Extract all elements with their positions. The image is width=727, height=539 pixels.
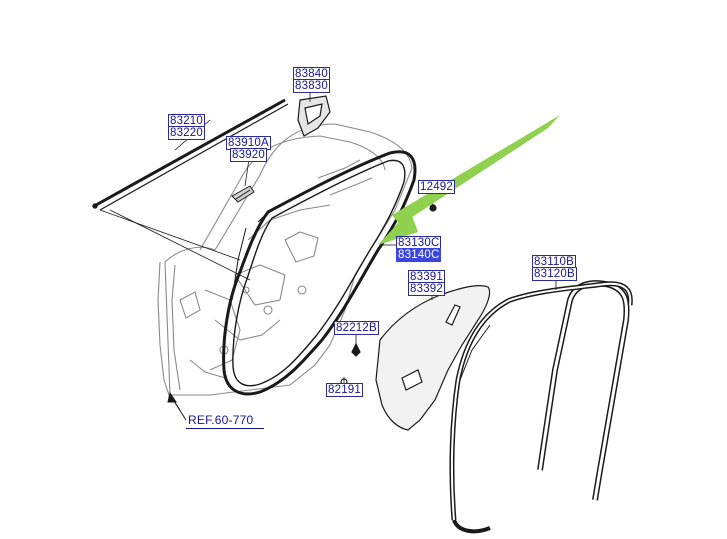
- part-label-83120b: 83120B: [532, 267, 577, 281]
- door-seal: [222, 150, 417, 396]
- trim-panel: [375, 284, 491, 431]
- part-label-83392: 83392: [408, 282, 445, 296]
- delta-garnish: [297, 95, 331, 137]
- part-label-83830: 83830: [293, 79, 330, 93]
- ref-arrow: [167, 391, 187, 421]
- belt-moulding: [92, 98, 289, 211]
- part-label-83391: 83391: [408, 270, 445, 284]
- ref-label: REF.60-770: [188, 413, 254, 427]
- green-arrow: [378, 115, 560, 245]
- part-label-83840: 83840: [293, 67, 330, 81]
- handle-bracket: [231, 185, 255, 203]
- door-shell: [157, 123, 413, 399]
- part-label-83920: 83920: [230, 148, 267, 162]
- part-label-82191: 82191: [326, 383, 363, 397]
- glass-run: [449, 280, 633, 534]
- part-label-82212b: 82212B: [334, 321, 379, 335]
- part-label-83220: 83220: [168, 126, 205, 140]
- part-label-12492: 12492: [418, 180, 455, 194]
- ref-underline: [186, 428, 264, 429]
- part-label-83140c: 83140C: [396, 248, 442, 262]
